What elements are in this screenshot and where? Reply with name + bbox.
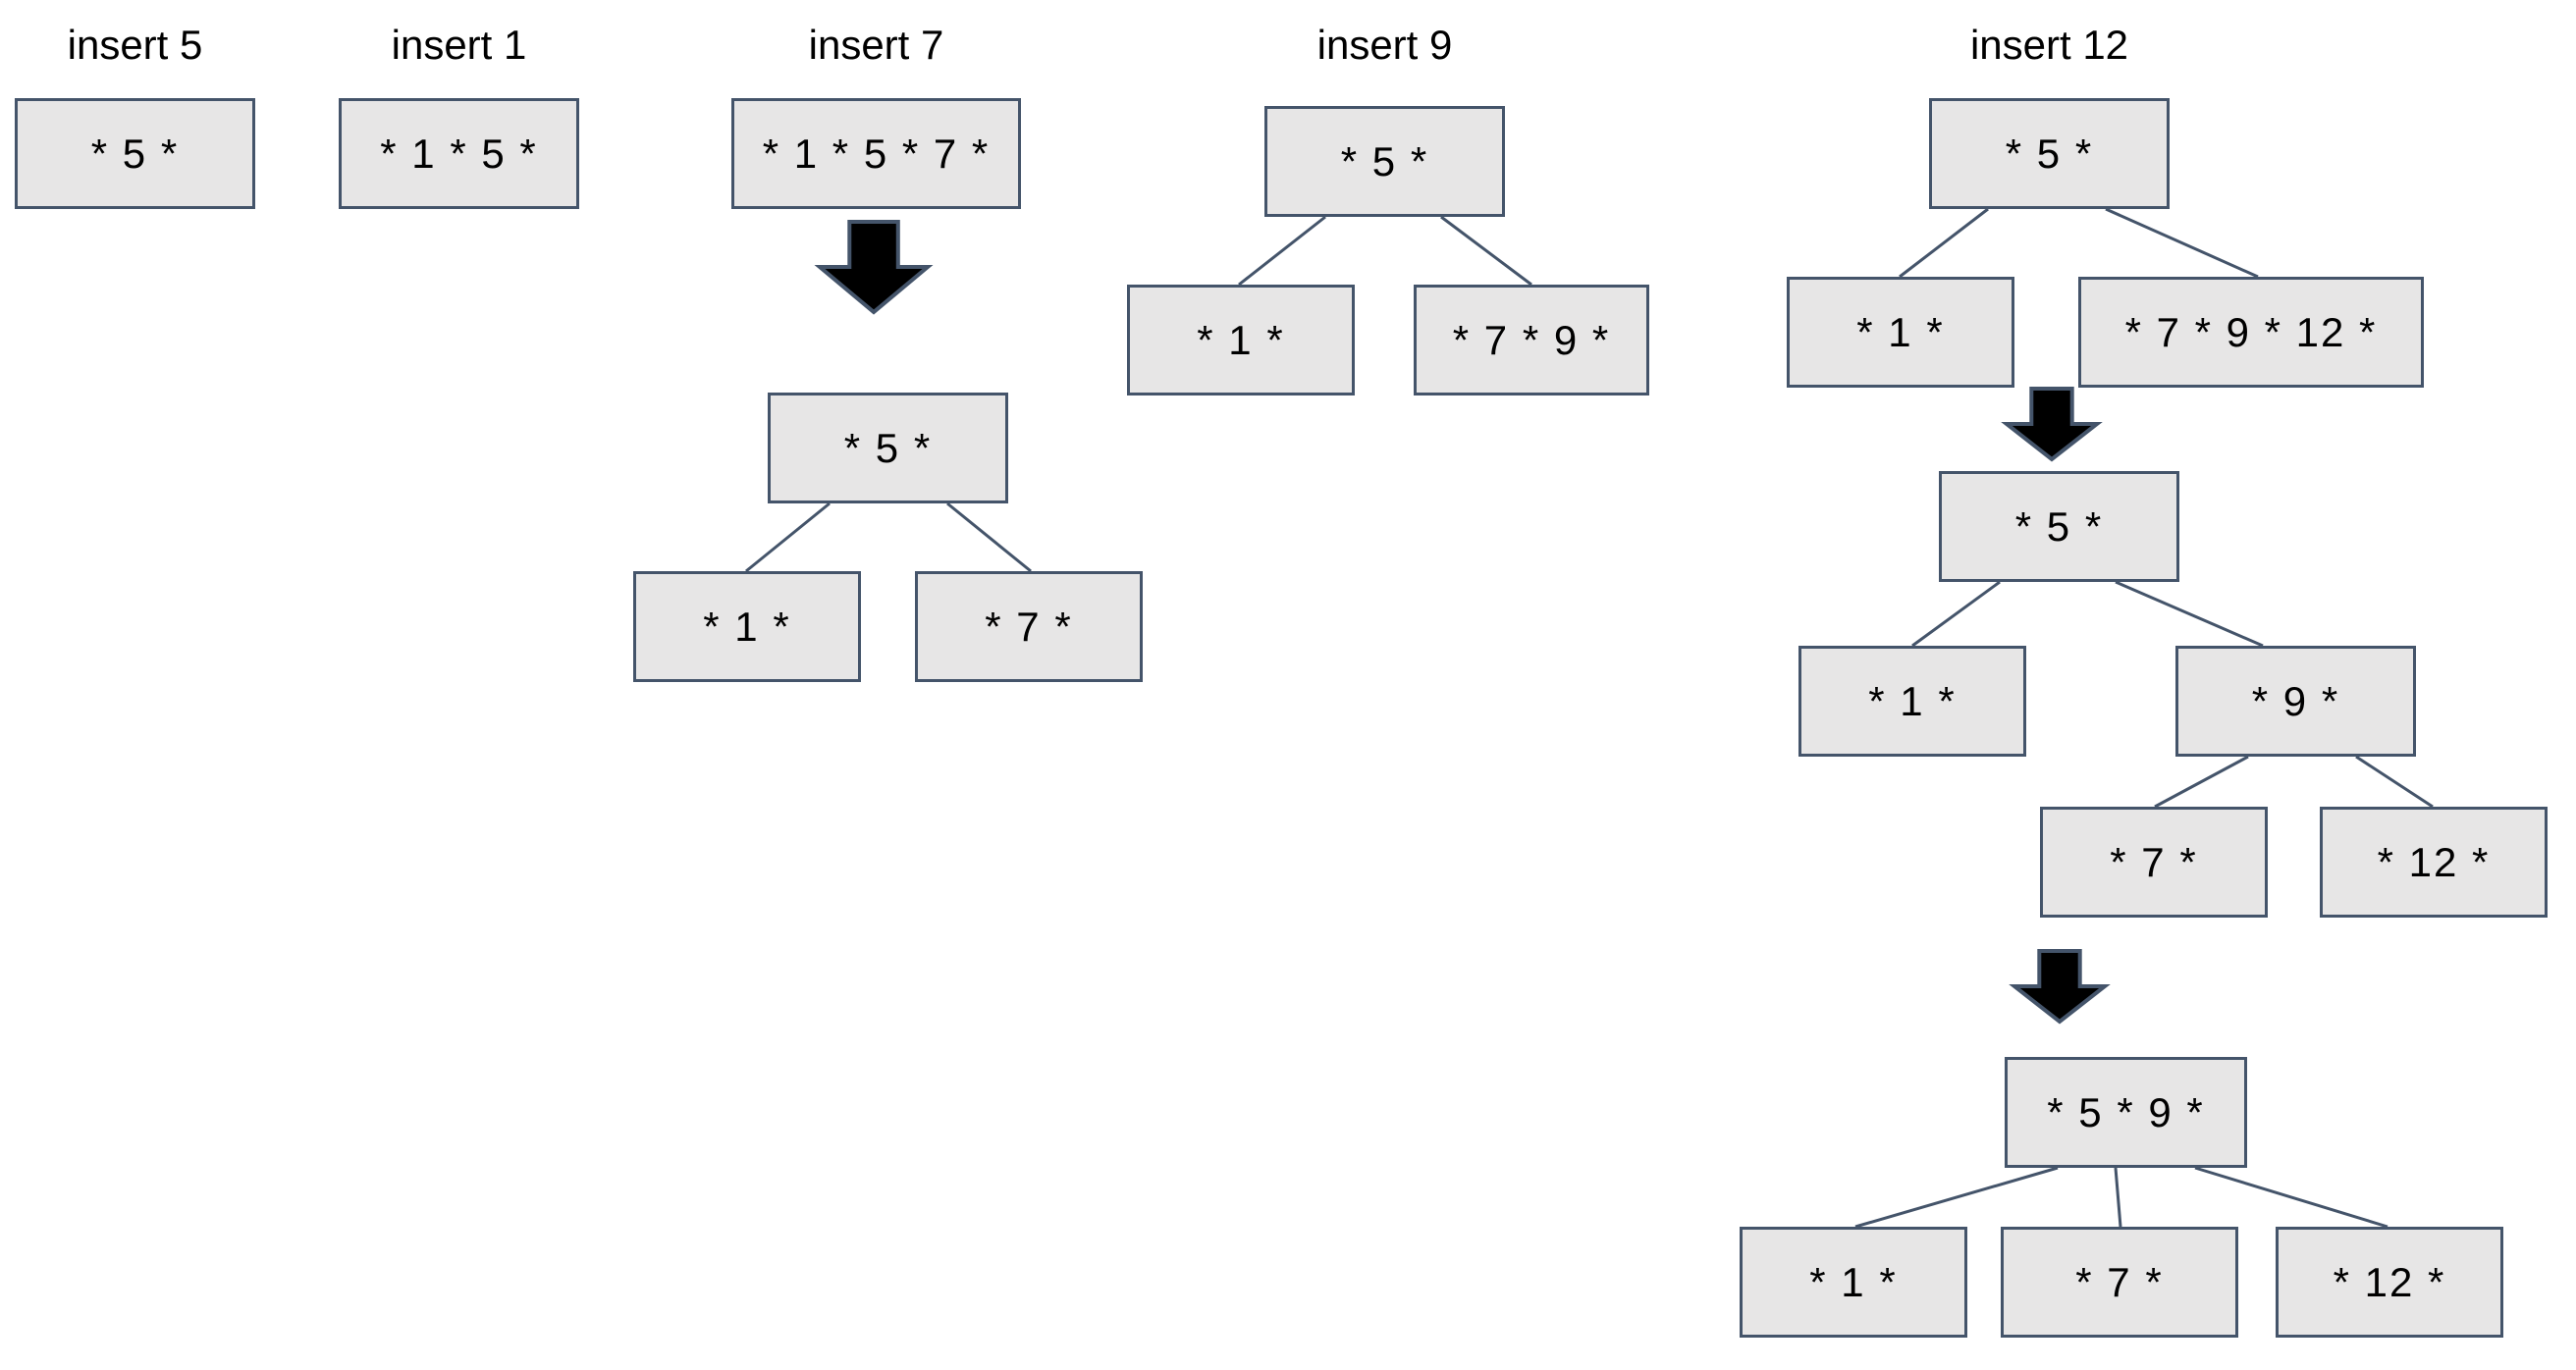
tree-node-c4-n1: * 5 * [1264, 106, 1505, 217]
tree-node-c3-n1: * 1 * 5 * 7 * [731, 98, 1021, 209]
tree-node-c5-n3: * 7 * 9 * 12 * [2078, 277, 2424, 388]
flow-arrows [814, 220, 2111, 1025]
column-title-insert-7: insert 7 [808, 22, 944, 68]
tree-edges [745, 207, 2434, 1229]
tree-node-c5-n7: * 7 * [2040, 807, 2268, 918]
tree-node-c1-n1: * 5 * [15, 98, 255, 209]
tree-edge [745, 501, 831, 573]
tree-node-c5-n2: * 1 * [1787, 277, 2014, 388]
tree-node-c5-n10: * 1 * [1740, 1227, 1967, 1338]
column-title-insert-5: insert 5 [67, 22, 203, 68]
tree-edge [2114, 1167, 2122, 1228]
tree-node-c5-n4: * 5 * [1939, 471, 2179, 582]
tree-node-c5-n8: * 12 * [2320, 807, 2548, 918]
tree-edge [2115, 580, 2264, 648]
tree-edge [2355, 755, 2434, 809]
tree-node-c5-n1: * 5 * [1929, 98, 2170, 209]
tree-node-c5-n11: * 7 * [2001, 1227, 2238, 1338]
tree-edge [1238, 215, 1326, 287]
tree-node-c3-n3: * 1 * [633, 571, 861, 682]
tree-edge [1911, 580, 2001, 648]
column-title-insert-1: insert 1 [391, 22, 527, 68]
tree-edge [1440, 215, 1532, 287]
tree-edge [2105, 207, 2259, 279]
tree-node-c2-n1: * 1 * 5 * [339, 98, 579, 209]
tree-edge [946, 501, 1032, 573]
tree-node-c3-n4: * 7 * [915, 571, 1143, 682]
tree-edge [1854, 1166, 2059, 1229]
tree-edge [2154, 755, 2249, 809]
column-title-insert-9: insert 9 [1316, 22, 1453, 68]
down-arrow-icon [2001, 387, 2103, 462]
column-title-insert-12: insert 12 [1969, 22, 2129, 68]
tree-node-c4-n2: * 1 * [1127, 285, 1355, 395]
tree-node-c5-n12: * 12 * [2276, 1227, 2503, 1338]
tree-node-c3-n2: * 5 * [768, 393, 1008, 503]
tree-node-c4-n3: * 7 * 9 * [1414, 285, 1649, 395]
down-arrow-icon [2009, 949, 2111, 1025]
tree-node-c5-n5: * 1 * [1798, 646, 2026, 757]
down-arrow-icon [814, 220, 934, 315]
tree-edge [2194, 1166, 2388, 1229]
tree-node-c5-n6: * 9 * [2175, 646, 2416, 757]
tree-node-c5-n9: * 5 * 9 * [2005, 1057, 2247, 1168]
tree-edge [1899, 207, 1989, 279]
